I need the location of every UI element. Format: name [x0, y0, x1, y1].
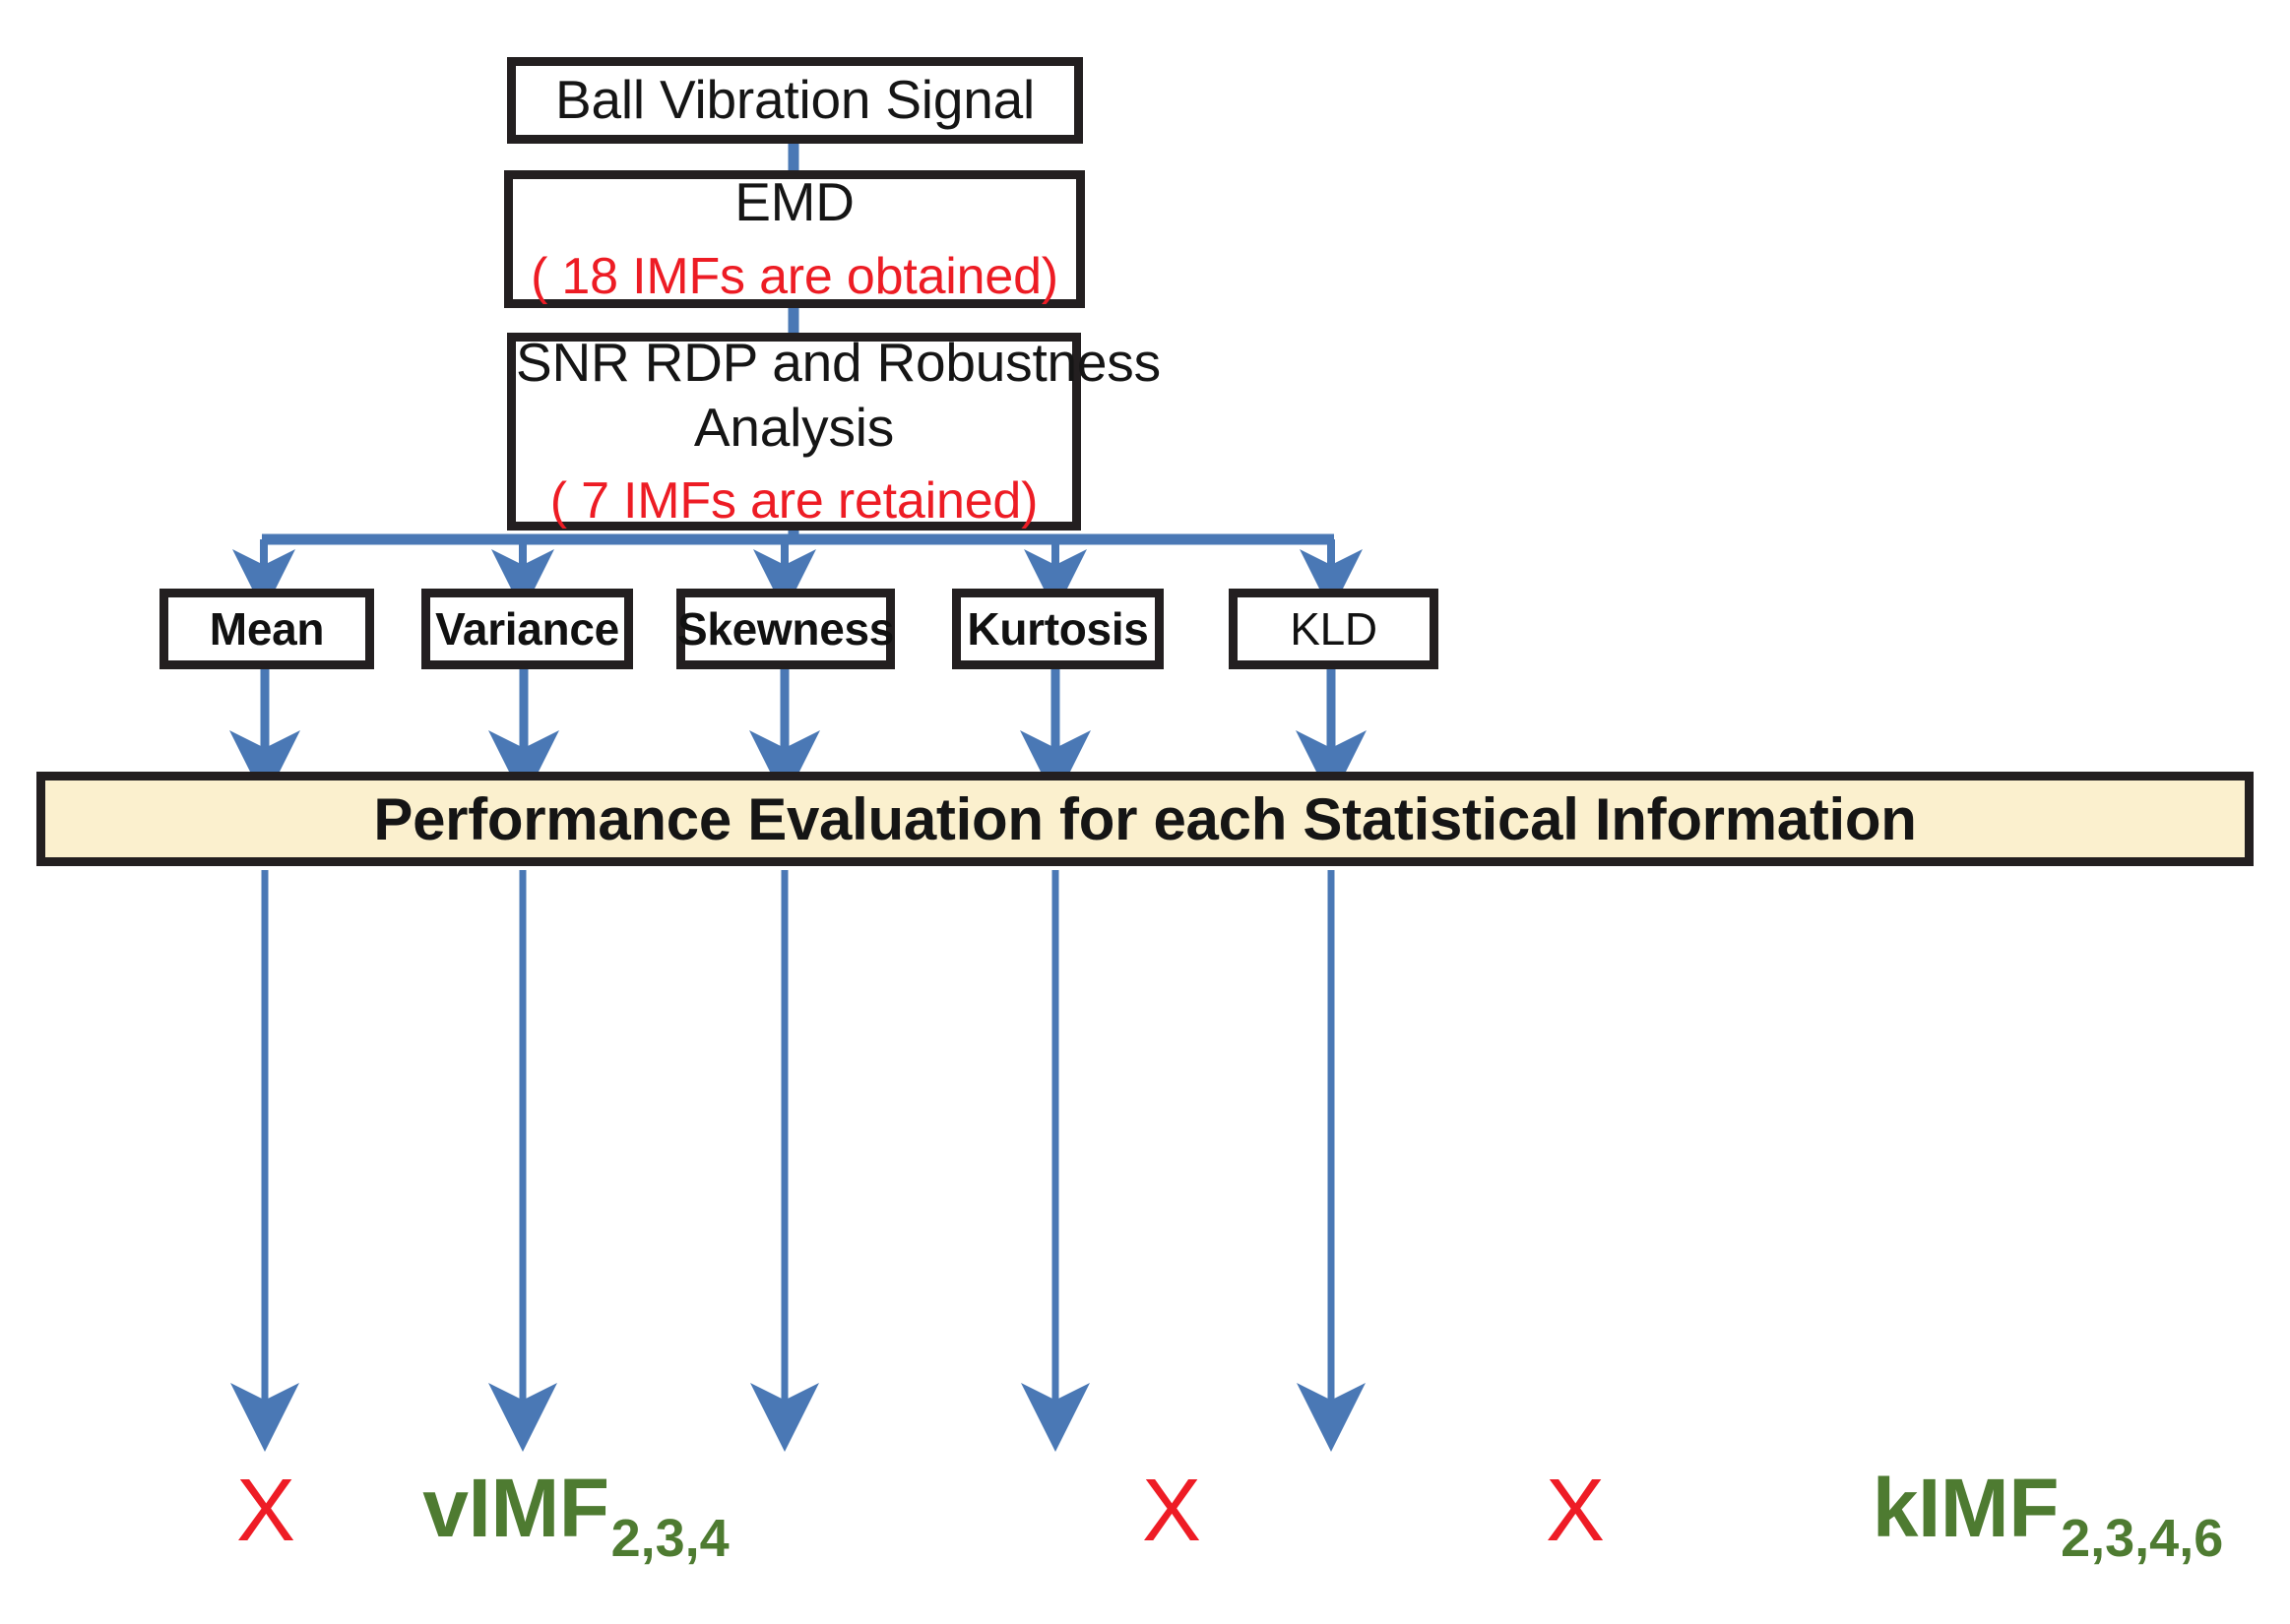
reject-x-icon: X	[235, 1462, 296, 1560]
node-snr-note: ( 7 IMFs are retained)	[549, 471, 1039, 530]
node-emd-label: EMD	[734, 171, 855, 233]
result-subscript-kimf: 2,3,4,6	[2061, 1509, 2224, 1568]
node-statistic-skewness: Skewness	[676, 589, 895, 669]
node-signal-label: Ball Vibration Signal	[554, 69, 1036, 131]
node-ball-vibration-signal: Ball Vibration Signal	[507, 57, 1083, 144]
performance-evaluation-label: Performance Evaluation for each Statisti…	[373, 785, 1917, 852]
reject-x-icon: X	[1141, 1462, 1202, 1560]
result-mean: X	[197, 1467, 335, 1575]
node-statistic-kld: KLD	[1229, 589, 1438, 669]
statistic-label-variance: Variance	[435, 603, 619, 655]
statistic-label-kurtosis: Kurtosis	[967, 603, 1149, 655]
node-emd-note: ( 18 IMFs are obtained)	[531, 247, 1058, 305]
node-snr-label-line2: Analysis	[693, 396, 895, 458]
statistic-label-skewness: Skewness	[676, 603, 895, 655]
node-statistic-kurtosis: Kurtosis	[952, 589, 1164, 669]
statistic-label-kld: KLD	[1290, 603, 1377, 655]
node-snr-label-line1: SNR RDP and Robustness	[516, 332, 1161, 394]
result-label-vimf: vIMF	[422, 1462, 609, 1554]
node-snr-rdp-robustness: SNR RDP and Robustness Analysis ( 7 IMFs…	[507, 332, 1161, 531]
node-emd: EMD ( 18 IMFs are obtained)	[504, 170, 1085, 308]
node-statistic-variance: Variance	[421, 589, 633, 669]
reject-x-icon: X	[1545, 1462, 1606, 1560]
result-label-kimf: kIMF	[1872, 1462, 2060, 1554]
result-subscript-vimf: 2,3,4	[610, 1509, 730, 1568]
result-kurtosis: X	[1506, 1467, 1644, 1575]
statistic-label-mean: Mean	[209, 603, 325, 655]
node-performance-evaluation-bar: Performance Evaluation for each Statisti…	[36, 772, 2254, 866]
result-skewness: X	[1103, 1467, 1240, 1575]
node-statistic-mean: Mean	[159, 589, 374, 669]
